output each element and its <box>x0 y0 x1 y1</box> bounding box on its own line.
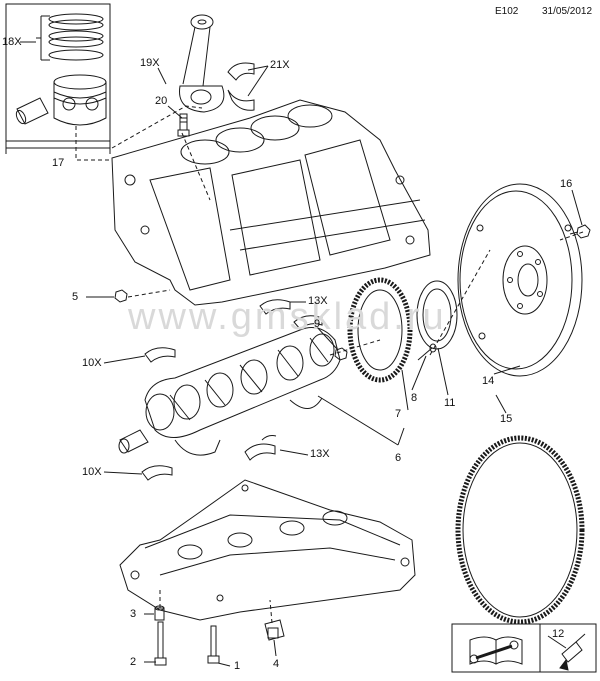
flywheel-bolt-16 <box>569 224 591 239</box>
callout-2: 2 <box>130 656 137 668</box>
rod-bearing-shells <box>227 62 255 111</box>
callout-13x-bottom: 13X <box>310 448 330 460</box>
piston-kit-inset <box>5 3 111 154</box>
main-bearings-lower <box>141 347 176 481</box>
callout-6: 6 <box>395 452 402 464</box>
dowel-3 <box>154 605 165 621</box>
ring-gear <box>455 435 585 625</box>
main-bearings-upper <box>259 299 323 330</box>
callout-21x: 21X <box>270 59 290 71</box>
callout-11: 11 <box>444 397 456 409</box>
callout-13x-top: 13X <box>308 295 328 307</box>
callout-10x-bottom: 10X <box>82 466 102 478</box>
callout-4: 4 <box>273 658 280 670</box>
callout-7: 7 <box>395 408 402 420</box>
callout-19x: 19X <box>140 57 160 69</box>
sealant-tube-icon <box>559 633 586 671</box>
callout-1: 1 <box>234 660 241 672</box>
callout-8: 8 <box>411 392 418 404</box>
callout-10x-top: 10X <box>82 357 102 369</box>
sprocket-bolt-9 <box>334 347 348 361</box>
watermark: www.gmsklad.ru <box>128 296 447 338</box>
lower-crankcase <box>119 479 416 621</box>
bolt-5 <box>114 289 128 303</box>
callout-9: 9 <box>314 318 321 330</box>
drain-plug-4 <box>264 619 285 641</box>
callout-16: 16 <box>560 178 573 190</box>
callout-14: 14 <box>482 375 495 387</box>
connecting-rod <box>179 14 225 113</box>
piston-rings <box>48 13 104 61</box>
diagram-code: E102 <box>495 6 519 17</box>
callout-15: 15 <box>500 413 513 425</box>
piston <box>53 74 107 126</box>
flywheel <box>457 183 583 377</box>
callout-18x: 18X <box>2 36 22 48</box>
engine-block <box>111 99 431 306</box>
rear-crank-seal <box>416 280 458 350</box>
leader-lines <box>20 41 583 667</box>
callout-5: 5 <box>72 291 79 303</box>
legend-box <box>451 623 597 673</box>
wrench-icon <box>469 640 519 664</box>
rod-bolt <box>177 113 190 137</box>
thrust-bearing-shells <box>244 435 277 461</box>
bolt-1 <box>207 625 220 664</box>
diagram-date: 31/05/2012 <box>542 6 593 17</box>
callout-3: 3 <box>130 608 137 620</box>
crankshaft <box>118 327 341 456</box>
callout-12: 12 <box>552 628 565 640</box>
piston-pin <box>15 97 49 125</box>
bolt-2 <box>154 621 167 666</box>
callout-20: 20 <box>155 95 168 107</box>
bolt-8 <box>417 343 437 361</box>
callout-17: 17 <box>52 157 65 169</box>
reluctor-ring <box>347 277 413 383</box>
